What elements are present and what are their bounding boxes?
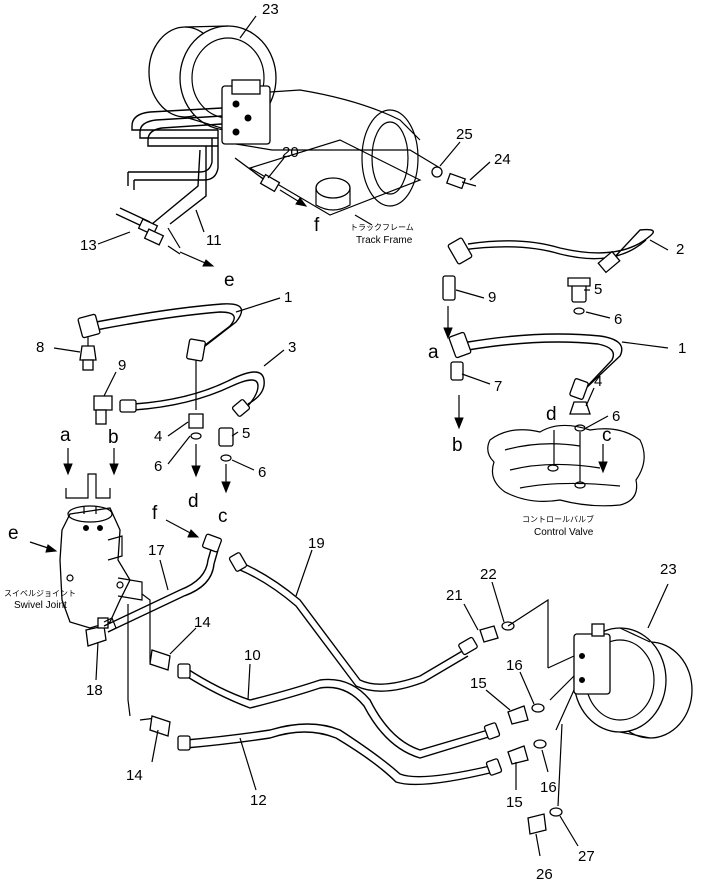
hose-2-assembly: [442, 228, 654, 315]
pipe-12: [177, 723, 503, 786]
callout-11: 11: [206, 232, 222, 249]
callout-5-left: 5: [242, 425, 250, 442]
callout-15-b: 15: [506, 794, 523, 811]
arrows-top: [179, 189, 308, 267]
callout-18: 18: [86, 682, 103, 699]
caption-track-frame-jp: トラックフレーム: [350, 223, 414, 232]
letter-e-left: e: [8, 523, 19, 544]
callout-24: 24: [494, 151, 511, 168]
callout-27: 27: [578, 848, 595, 865]
callout-numbers: 23 25 24 20 13 11 2 1 5 6 9 7 4 6 1 8 9 …: [36, 1, 686, 882]
callout-2: 2: [676, 241, 684, 258]
track-frame: [248, 89, 422, 226]
hose-3: [119, 371, 265, 417]
letter-d-left: d: [188, 491, 199, 512]
letter-c-right: c: [602, 425, 612, 446]
callout-19: 19: [308, 535, 325, 552]
letter-a-right: a: [428, 342, 439, 363]
fittings-14: [149, 649, 171, 737]
letter-f-mid: f: [152, 503, 158, 524]
letter-d-right: d: [546, 404, 557, 425]
fitting-8: [79, 345, 97, 371]
callout-4-left: 4: [154, 428, 162, 445]
callout-17: 17: [148, 542, 165, 559]
control-valve: [487, 424, 645, 507]
callout-23-bottom: 23: [660, 561, 677, 578]
fittings-4-5-left: [188, 413, 234, 462]
callout-3: 3: [288, 339, 296, 356]
fitting-18: [85, 617, 109, 647]
fittings-15-16-21-22-26-27: [479, 621, 563, 835]
callout-1-right: 1: [678, 340, 686, 357]
callout-5-right: 5: [594, 281, 602, 298]
arrows-left: [29, 444, 231, 553]
callout-6-left-b: 6: [258, 464, 266, 481]
pipe-10: [177, 663, 501, 759]
caption-control-valve-en: Control Valve: [534, 527, 594, 538]
letter-a-left: a: [60, 425, 71, 446]
letter-c-left: c: [218, 506, 228, 527]
callout-15-a: 15: [470, 675, 487, 692]
letter-b-right: b: [452, 435, 463, 456]
callout-6-right-b: 6: [612, 408, 620, 425]
callout-26: 26: [536, 866, 553, 882]
callout-9-left: 9: [118, 357, 126, 374]
callout-22: 22: [480, 566, 497, 583]
callout-16-b: 16: [540, 779, 557, 796]
callout-23-top: 23: [262, 1, 279, 18]
caption-track-frame-en: Track Frame: [356, 235, 413, 246]
callout-25: 25: [456, 126, 473, 143]
callout-13: 13: [80, 237, 97, 254]
pipe-17: [103, 533, 222, 633]
letter-e-top: e: [224, 270, 235, 291]
callout-8: 8: [36, 339, 44, 356]
leader-lines: [53, 15, 669, 857]
caption-control-valve-jp: コントロールバルブ: [522, 514, 594, 524]
captions: トラックフレーム Track Frame コントロールバルブ Control V…: [4, 223, 594, 611]
caption-swivel-joint-jp: スイベルジョイント: [4, 589, 76, 598]
swivel-joint: [59, 473, 143, 629]
letter-b-left: b: [108, 427, 119, 448]
fitting-9-left: [93, 395, 113, 425]
top-pipes: [115, 107, 477, 255]
letter-f-top: f: [314, 215, 320, 236]
callout-4-right: 4: [594, 373, 602, 390]
caption-swivel-joint-en: Swivel Joint: [14, 600, 67, 611]
callout-14-b: 14: [126, 767, 143, 784]
callout-12: 12: [250, 792, 267, 809]
connection-letters: f e a b d c a b d c e f: [8, 215, 612, 544]
arrows-right: [443, 306, 608, 474]
callout-6-right-a: 6: [614, 311, 622, 328]
callout-21: 21: [446, 587, 463, 604]
callout-1-left: 1: [284, 289, 292, 306]
hose-1-left: [77, 303, 243, 410]
callout-16-a: 16: [506, 657, 523, 674]
callout-7: 7: [494, 378, 502, 395]
callout-10: 10: [244, 647, 261, 664]
callout-14-a: 14: [194, 614, 211, 631]
callout-6-left-a: 6: [154, 458, 162, 475]
callout-20: 20: [282, 144, 299, 161]
travel-motor-bottom: [507, 598, 693, 807]
pipe-19: [228, 552, 478, 692]
travel-motor-top: [148, 25, 277, 145]
callout-9-right: 9: [488, 289, 496, 306]
